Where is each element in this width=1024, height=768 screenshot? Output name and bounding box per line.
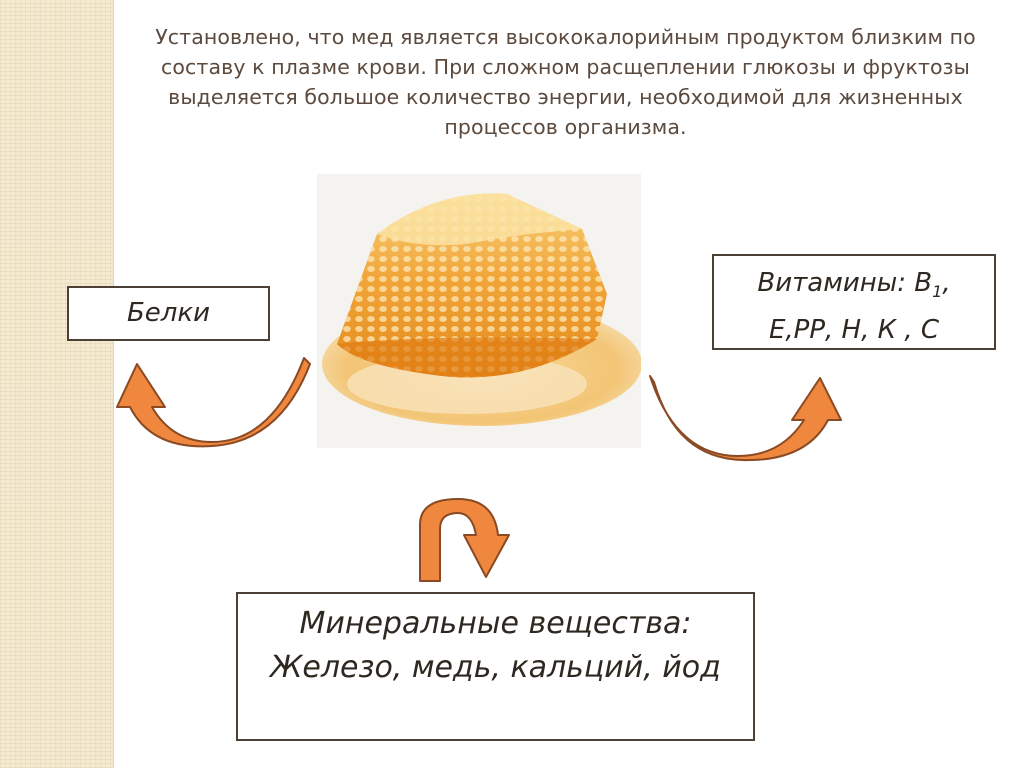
minerals-heading: Минеральные вещества:: [299, 606, 692, 641]
curved-arrow-icon: [649, 375, 842, 462]
proteins-box: Белки: [67, 286, 270, 341]
vitamins-line-2: Е,РР, Н, К , С: [768, 315, 940, 346]
minerals-list: Железо, медь, кальций, йод: [270, 650, 721, 685]
decorative-side-strip: [0, 0, 114, 768]
vitamins-subscript: 1: [932, 282, 943, 302]
curved-arrow-icon: [419, 498, 510, 582]
proteins-label: Белки: [126, 298, 211, 328]
minerals-box: Минеральные вещества: Железо, медь, каль…: [236, 592, 755, 741]
curved-arrow-icon: [116, 357, 311, 448]
vitamins-line-1: Витамины: В1,: [714, 264, 994, 311]
vitamins-suffix: ,: [942, 268, 951, 298]
honeycomb-image: [317, 174, 641, 448]
vitamins-box: Витамины: В1, Е,РР, Н, К , С: [712, 254, 996, 350]
intro-paragraph: Установлено, что мед является высококало…: [155, 25, 976, 139]
vitamins-prefix: Витамины: В: [757, 268, 933, 298]
